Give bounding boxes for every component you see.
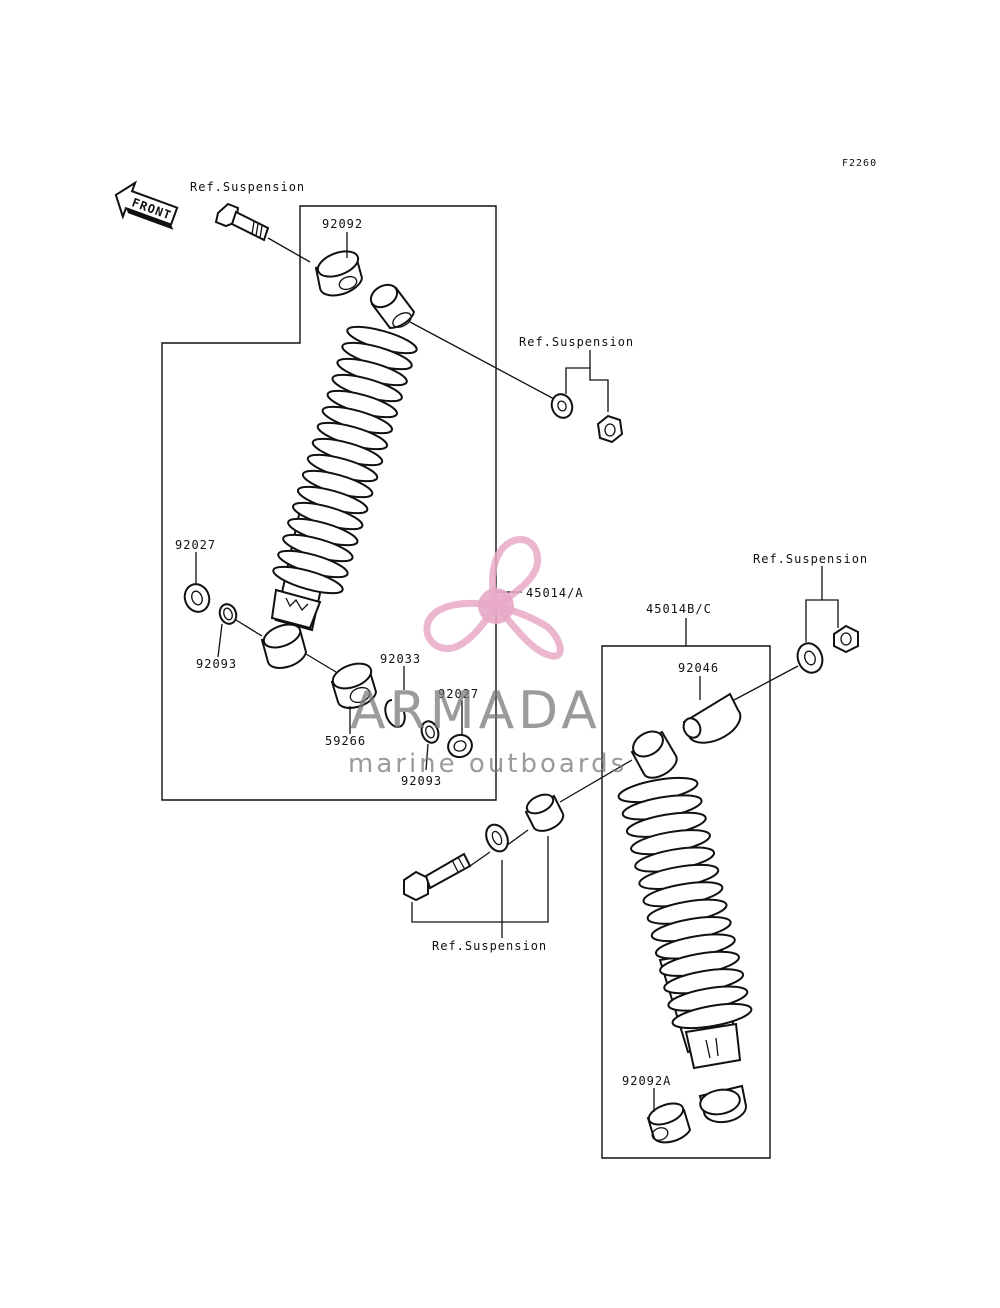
- left-spring-coil: [272, 565, 344, 595]
- nut-right-top: [833, 624, 859, 654]
- watermark-tagline: marine outboards: [348, 749, 627, 779]
- washer-lower: [485, 823, 509, 853]
- left-shock-spring: [270, 325, 418, 632]
- washer-right-top: [796, 642, 824, 674]
- washer-92027-left: [183, 583, 211, 613]
- watermark-brand: ARMADA: [350, 681, 601, 741]
- label-92046: 92046: [678, 661, 719, 675]
- label-92092: 92092: [322, 217, 363, 231]
- label-92027-right: 92027: [438, 687, 479, 701]
- collar-92092a: [646, 1102, 692, 1144]
- left-shock-lower-eye: [260, 623, 308, 669]
- label-92093-left: 92093: [196, 657, 237, 671]
- left-group-box: [161, 205, 497, 801]
- nut-upper-right: [596, 414, 624, 444]
- right-shock-upper-eye: [630, 730, 678, 779]
- label-92093-right: 92093: [401, 774, 442, 788]
- figure-id: F2260: [842, 158, 877, 169]
- spacer-lower: [524, 793, 565, 832]
- oring-92093-right: [420, 720, 440, 744]
- label-ref-suspension-mid: Ref.Suspension: [519, 335, 634, 349]
- oring-92093-left: [218, 603, 238, 625]
- watermark: ARMADA marine outboards: [348, 536, 627, 779]
- label-45014bc: 45014B/C: [646, 602, 712, 616]
- collar-92092: [314, 250, 364, 297]
- front-arrow-icon: FRONT: [114, 180, 179, 230]
- right-shock-spring: [617, 776, 753, 1070]
- washer-upper-right: [550, 393, 574, 419]
- collar-59266: [330, 662, 378, 709]
- propeller-logo-icon: [423, 536, 564, 660]
- label-92027-left: 92027: [175, 538, 216, 552]
- collar-92046: [682, 692, 742, 744]
- top-bolt: [214, 202, 311, 263]
- label-92033: 92033: [380, 652, 421, 666]
- left-shock-upper-eye: [369, 283, 416, 330]
- label-59266: 59266: [325, 734, 366, 748]
- label-92092a: 92092A: [622, 1074, 671, 1088]
- label-ref-suspension-right: Ref.Suspension: [753, 552, 868, 566]
- washer-92027-right: [447, 733, 473, 759]
- label-ref-suspension-top: Ref.Suspension: [190, 180, 305, 194]
- label-ref-suspension-bottom: Ref.Suspension: [432, 939, 547, 953]
- label-45014a: 45014/A: [526, 586, 584, 600]
- right-shock-lower-eye: [698, 1084, 748, 1124]
- bolt-lower: [403, 852, 472, 902]
- circlip-92033: [384, 699, 406, 728]
- right-group-box: [601, 645, 771, 1159]
- right-spring-coil: [671, 1002, 753, 1030]
